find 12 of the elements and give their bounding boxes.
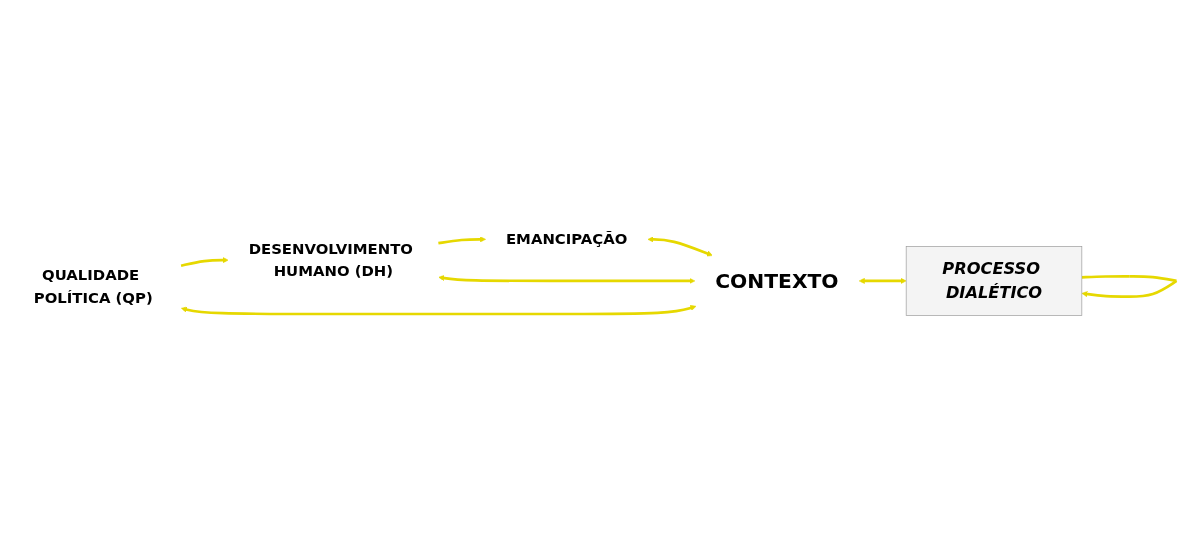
arrow [1081, 275, 1178, 298]
arrow [181, 305, 697, 316]
node-text: CONTEXTO [715, 269, 839, 293]
node-text: QUALIDADE POLÍTICA (QP) [33, 266, 153, 307]
node-text: EMANCIPAÇÃO [505, 230, 628, 248]
arrow [647, 236, 713, 257]
node-box: PROCESSO DIALÉTICO [905, 246, 1083, 316]
node-text: DESENVOLVIMENTO HUMANO (DH) [248, 240, 413, 280]
arrow [438, 275, 696, 284]
arrow [180, 257, 229, 268]
arrow [858, 277, 907, 284]
arrow [438, 236, 486, 245]
